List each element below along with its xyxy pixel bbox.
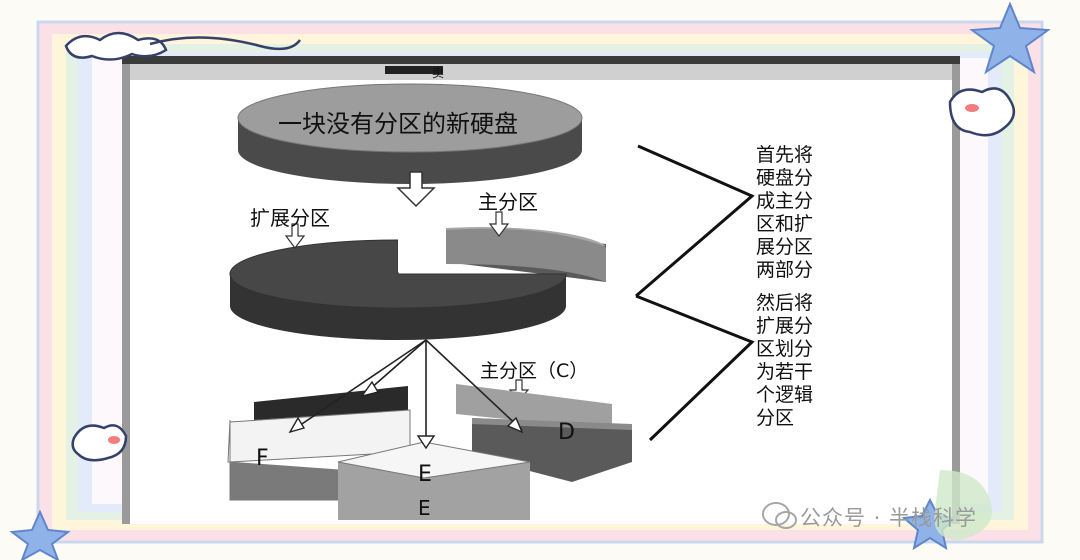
arrowhead-icon <box>288 380 524 450</box>
arrow-down-icon <box>284 223 306 249</box>
cloud-doodle-icon <box>64 31 168 61</box>
disk-title: 一块没有分区的新硬盘 <box>278 110 518 138</box>
arrow-down-icon <box>488 211 510 237</box>
blush-doodle-icon <box>965 104 979 112</box>
star-icon <box>9 509 71 560</box>
wechat-icon <box>762 502 790 526</box>
primary-partition-c-label: 主分区（C） <box>480 360 589 382</box>
partition-gap <box>398 238 436 272</box>
primary-partition-label: 主分区 <box>478 190 538 214</box>
cloud-doodle-icon <box>71 424 128 462</box>
brace-step-one <box>635 144 755 298</box>
screen-right-edge <box>952 64 960 524</box>
leaf-doodle-icon <box>934 470 992 540</box>
top-mark: 卖 <box>432 66 445 80</box>
logical-partition-f-label: F <box>256 446 269 471</box>
cloud-doodle-icon <box>149 36 302 51</box>
primary-partition <box>446 228 606 282</box>
star-icon <box>969 1 1051 75</box>
arrow-down-icon <box>396 171 436 208</box>
screen-top-shade <box>122 64 960 80</box>
primary-partition-c <box>456 384 612 430</box>
extended-partition <box>229 239 567 309</box>
step-one-note: 首先将 硬盘分 成主分 区和扩 展分区 两部分 <box>756 144 814 281</box>
brace-step-two <box>635 294 755 442</box>
wechat-icon <box>775 511 797 529</box>
logical-partition-f-front <box>230 462 338 500</box>
blush-doodle-icon <box>108 436 120 444</box>
cloud-doodle-icon <box>948 87 1016 137</box>
logical-partition-d-label: D <box>558 420 575 445</box>
unpartitioned-disk <box>237 83 583 153</box>
logical-partition-e-label: E <box>418 462 432 487</box>
screen-latch <box>385 66 443 74</box>
extended-partition-label: 扩展分区 <box>250 206 330 230</box>
logical-partition-e-label-lower: E <box>418 496 431 520</box>
logical-partition-e-top <box>337 441 531 479</box>
screen-left-edge <box>122 64 130 524</box>
step-two-note: 然后将 扩展分 区划分 为若干 个逻辑 分区 <box>756 292 814 429</box>
screen-top-bar <box>122 56 960 64</box>
watermark: 公众号 · 半栈科学 <box>800 506 978 530</box>
